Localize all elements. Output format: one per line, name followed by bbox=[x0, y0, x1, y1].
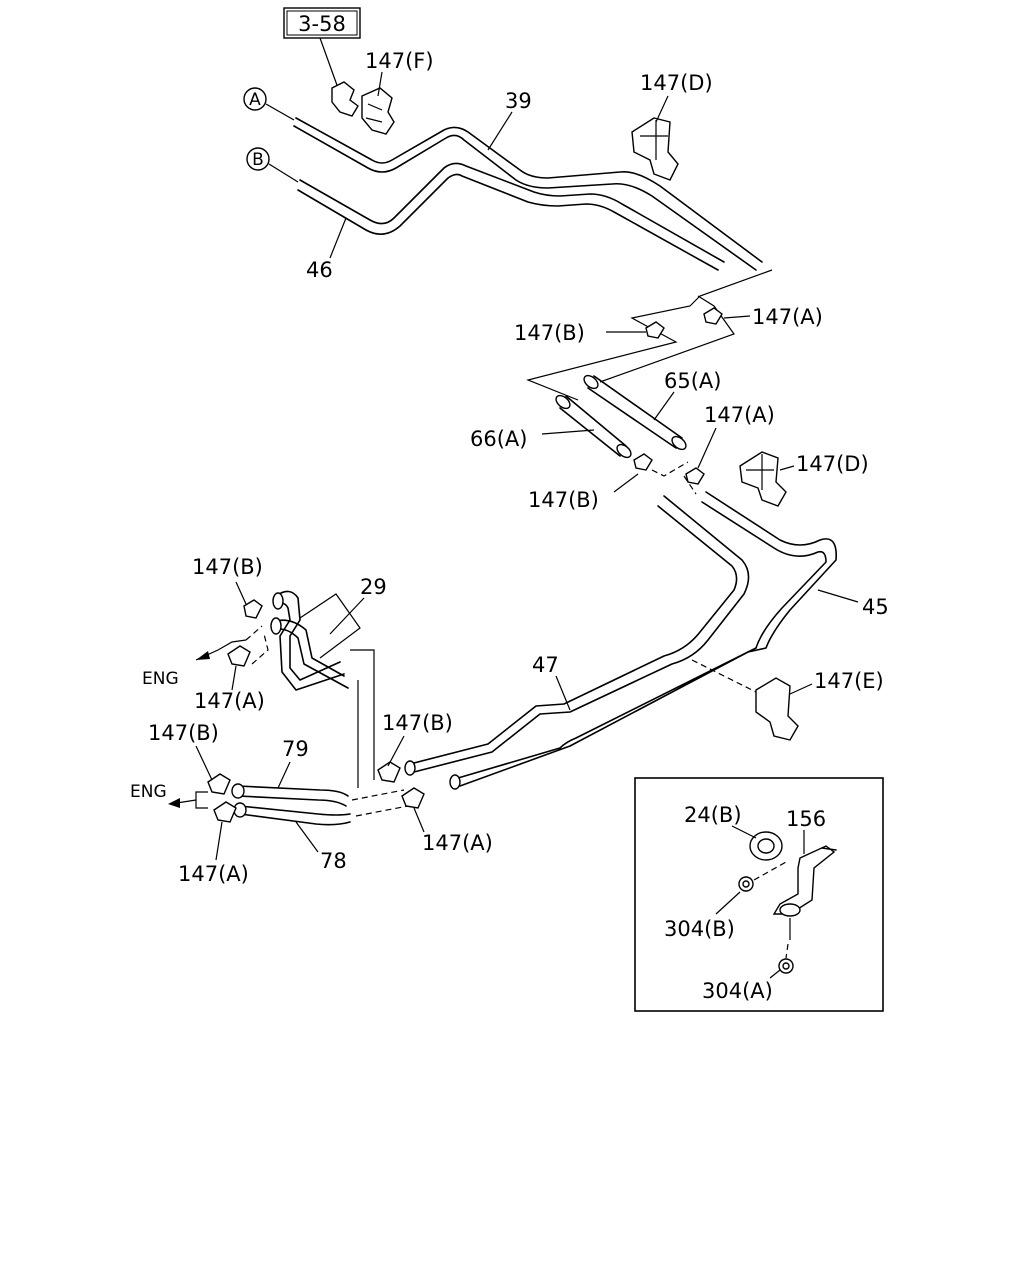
nut-304b bbox=[738, 876, 754, 892]
detail-inset: 24(B) 156 304(B) 304(A) bbox=[634, 777, 884, 1012]
grommet-24b bbox=[749, 831, 783, 861]
bracket-156 bbox=[772, 845, 837, 917]
label-147a-1: 147(A) bbox=[752, 305, 823, 329]
reference-box-label: 3-58 bbox=[298, 12, 346, 36]
reference-leader bbox=[319, 37, 339, 89]
pipe-78 bbox=[233, 802, 351, 826]
svg-text:A: A bbox=[249, 90, 261, 110]
label-66a: 66(A) bbox=[470, 427, 527, 451]
label-147d-mid: 147(D) bbox=[796, 452, 869, 476]
label-29: 29 bbox=[360, 575, 387, 599]
label-156: 156 bbox=[786, 807, 826, 831]
clip-147d-mid bbox=[739, 451, 787, 507]
label-46: 46 bbox=[306, 258, 333, 282]
break-line-1 bbox=[526, 269, 773, 401]
pipe-45 bbox=[449, 491, 837, 790]
eng-arrow-upper: ENG bbox=[142, 639, 247, 689]
pipe-79 bbox=[231, 783, 349, 807]
clip-147e bbox=[755, 677, 799, 741]
label-147b-4: 147(B) bbox=[148, 721, 219, 745]
label-147b-1: 147(B) bbox=[514, 321, 585, 345]
clamp-147b-5 bbox=[377, 761, 401, 783]
label-65a: 65(A) bbox=[664, 369, 721, 393]
clamp-147b-4 bbox=[207, 773, 231, 795]
pipe-29 bbox=[270, 590, 349, 691]
hose-66a bbox=[555, 394, 632, 459]
label-304a: 304(A) bbox=[702, 979, 773, 1003]
clamp-147a-4 bbox=[213, 801, 237, 823]
label-304b: 304(B) bbox=[664, 917, 735, 941]
label-47: 47 bbox=[532, 653, 559, 677]
circle-marker-a: A bbox=[243, 87, 267, 111]
svg-text:ENG: ENG bbox=[130, 782, 167, 802]
clamp-147a-1 bbox=[703, 307, 723, 325]
label-147a-4: 147(A) bbox=[178, 862, 249, 886]
pipe-39 bbox=[293, 117, 763, 271]
label-79: 79 bbox=[282, 737, 309, 761]
svg-text:ENG: ENG bbox=[142, 669, 179, 689]
reference-box[interactable]: 3-58 bbox=[283, 7, 361, 39]
clip-147f bbox=[331, 81, 395, 135]
pipe-46 bbox=[297, 162, 725, 271]
clip-147d-top bbox=[631, 117, 679, 181]
label-147a-2: 147(A) bbox=[704, 403, 775, 427]
label-24b: 24(B) bbox=[684, 803, 742, 827]
label-147a-5: 147(A) bbox=[422, 831, 493, 855]
label-147b-5: 147(B) bbox=[382, 711, 453, 735]
pipe-47 bbox=[404, 495, 750, 776]
eng-arrow-lower: ENG bbox=[130, 782, 208, 809]
circle-marker-b: B bbox=[246, 147, 270, 171]
nut-304a bbox=[778, 958, 794, 974]
svg-text:B: B bbox=[252, 150, 264, 170]
label-147b-2: 147(B) bbox=[528, 488, 599, 512]
label-147b-3: 147(B) bbox=[192, 555, 263, 579]
label-45: 45 bbox=[862, 595, 889, 619]
label-147f: 147(F) bbox=[365, 49, 434, 73]
clamp-147a-3 bbox=[227, 645, 251, 667]
label-147e: 147(E) bbox=[814, 669, 884, 693]
clamp-147a-2 bbox=[685, 467, 705, 485]
clamp-147a-5 bbox=[401, 787, 425, 809]
label-78: 78 bbox=[320, 849, 347, 873]
hose-65a bbox=[583, 374, 687, 451]
label-147d-top: 147(D) bbox=[640, 71, 713, 95]
break-line-2 bbox=[599, 295, 735, 383]
clamp-147b-2 bbox=[633, 453, 653, 471]
label-39: 39 bbox=[505, 89, 532, 113]
clamp-147b-1 bbox=[645, 321, 665, 339]
label-147a-3: 147(A) bbox=[194, 689, 265, 713]
clamp-147b-3 bbox=[243, 599, 263, 619]
